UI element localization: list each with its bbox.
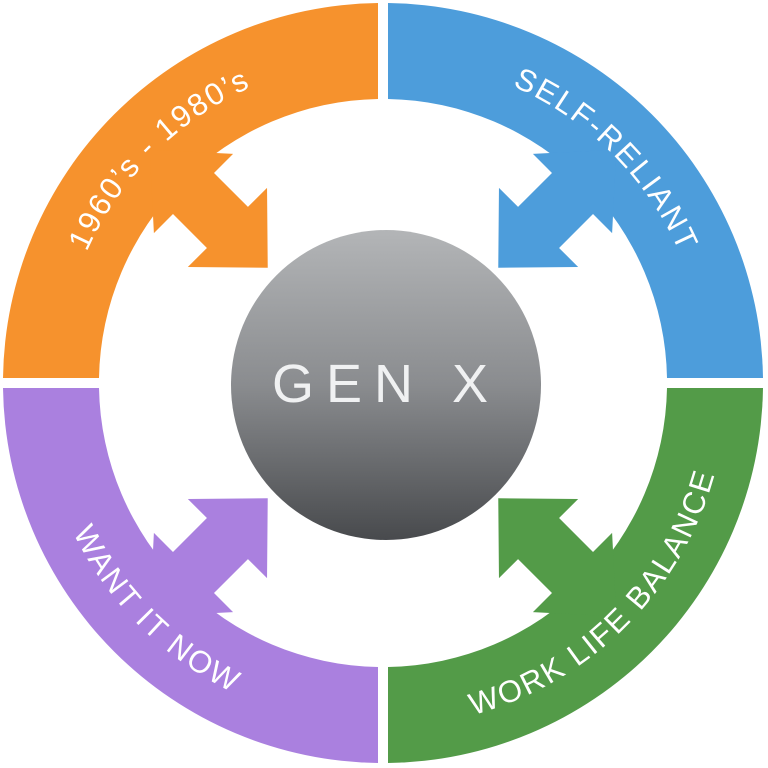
center-label: GEN X [272,354,500,414]
ring-segment-work-life-balance [388,388,763,763]
arrow-self-reliant-icon [498,149,617,268]
ring-segment-self-reliant [388,3,763,378]
arrow-want-it-now-icon [149,498,268,617]
center-sphere [231,230,541,540]
arrow-work-life-balance-icon [498,498,617,617]
arrow-decades-icon [149,149,268,268]
ring-segment-decades [3,3,378,378]
ring-segment-want-it-now [3,388,378,763]
